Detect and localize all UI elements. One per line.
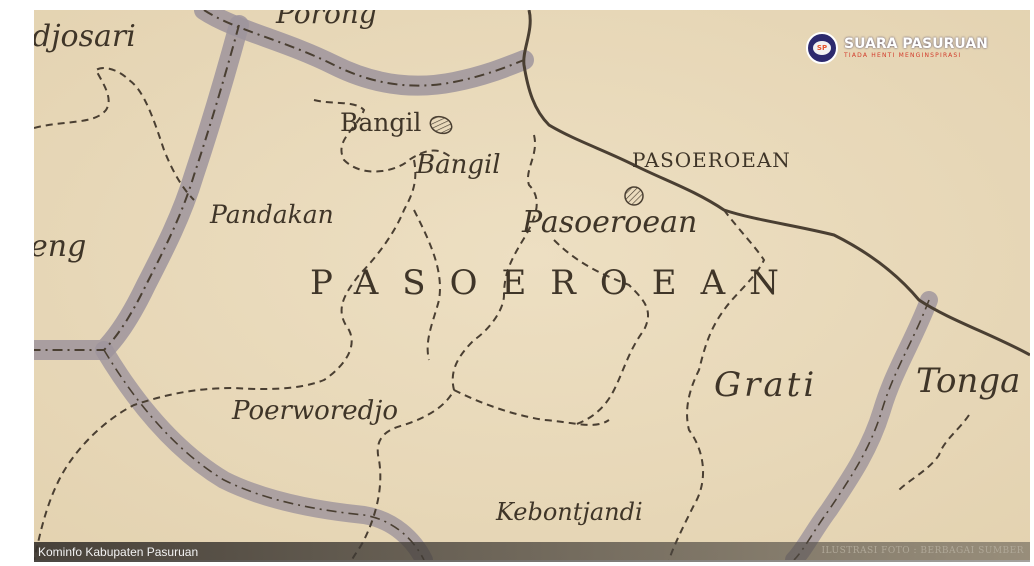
label-grati: Grati — [714, 365, 818, 405]
label-region-pasoeroean: PASOEROEAN — [310, 263, 803, 303]
label-bangil-district: Bangil — [416, 150, 501, 180]
suara-pasuruan-logo: SP SUARA PASURUAN TIADA HENTI MENGINSPIR… — [806, 32, 988, 64]
label-tonga: Tonga — [916, 361, 1021, 401]
label-porong: Porong — [276, 10, 377, 30]
label-kebontjandi: Kebontjandi — [496, 498, 643, 526]
label-pasoeroean-city: PASOEROEAN — [632, 148, 791, 172]
regency-boundary — [34, 10, 938, 560]
label-eng: eng — [34, 229, 87, 264]
logo-mark: SP — [813, 41, 831, 55]
coastline — [522, 10, 1030, 357]
credit-bar: Kominfo Kabupaten Pasuruan ILUSTRASI FOT… — [34, 542, 1030, 562]
label-pasoeroean-district: Pasoeroean — [522, 205, 698, 240]
label-poerworedjo: Poerworedjo — [232, 396, 398, 426]
label-djosari: djosari — [34, 19, 136, 54]
city-marker-icon — [429, 115, 453, 135]
logo-wordmark: SUARA PASURUAN TIADA HENTI MENGINSPIRASI — [844, 37, 988, 59]
logo-title: SUARA PASURUAN — [844, 36, 988, 52]
historical-map: Porong djosari eng Bangil Bangil PASOERO… — [34, 10, 1030, 560]
credit-photo-note: ILUSTRASI FOTO : BERBAGAI SUMBER — [821, 546, 1024, 556]
city-marker-icon — [624, 186, 644, 206]
label-bangil-city: Bangil — [340, 108, 422, 137]
credit-source: Kominfo Kabupaten Pasuruan — [38, 545, 199, 559]
logo-emblem-icon: SP — [806, 32, 838, 64]
logo-tagline: TIADA HENTI MENGINSPIRASI — [844, 52, 962, 59]
map-artwork — [34, 10, 1030, 560]
label-pandakan: Pandakan — [210, 200, 334, 229]
district-boundaries — [34, 67, 970, 560]
